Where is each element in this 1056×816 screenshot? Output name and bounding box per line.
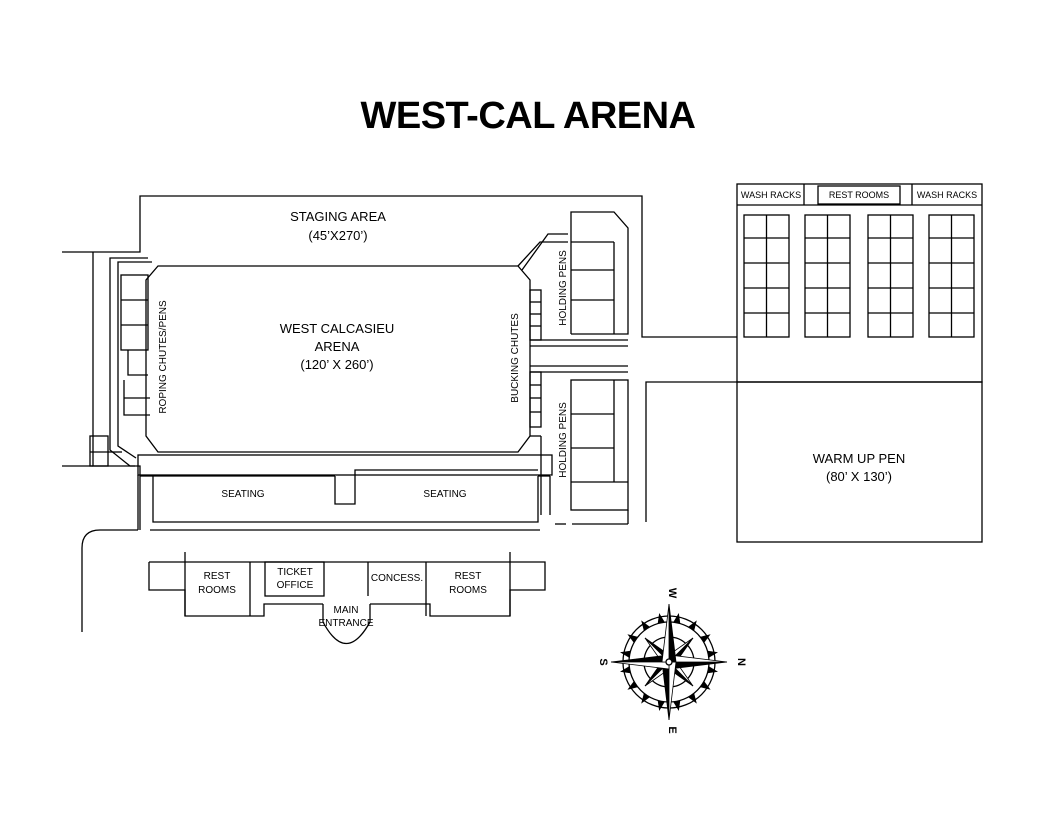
roping-chutes-label: ROPING CHUTES/PENS (158, 300, 169, 414)
holding-pens-bottom (530, 379, 629, 515)
corner-gates (89, 435, 122, 467)
bucking-chutes-label: BUCKING CHUTES (510, 313, 521, 403)
holding-pens-top-label: HOLDING PENS (558, 250, 569, 326)
main-entrance-line2: ENTRANCE (318, 618, 373, 629)
map-title: WEST-CAL ARENA (361, 95, 696, 137)
barn-building (736, 183, 983, 383)
wash-racks-left-label: WASH RACKS (741, 190, 801, 200)
rest-rooms-right-line2: ROOMS (449, 585, 487, 596)
concessions-label: CONCESS. (371, 573, 423, 584)
bucking-chutes (529, 289, 628, 428)
wash-racks-right-label: WASH RACKS (917, 190, 977, 200)
ticket-office-line1: TICKET (277, 567, 313, 578)
holding-pens-top (570, 211, 629, 335)
warm-up-pen (645, 381, 983, 543)
warm-up-pen-label: WARM UP PEN (813, 451, 905, 466)
staging-area-label: STAGING AREA (290, 209, 386, 224)
access-road (81, 529, 138, 632)
roping-chutes (120, 274, 150, 416)
ticket-office-line2: OFFICE (277, 580, 314, 591)
compass-north-label: N (735, 658, 747, 666)
rest-rooms-right-line1: REST (455, 571, 482, 582)
holding-pens-bottom-label: HOLDING PENS (558, 402, 569, 478)
rest-rooms-left-line2: ROOMS (198, 585, 236, 596)
arena-wall (109, 233, 568, 467)
warm-up-pen-size: (80’ X 130’) (826, 469, 892, 484)
staging-area-outline (62, 195, 737, 530)
seating-right-label: SEATING (423, 489, 466, 500)
compass-west-label: W (666, 588, 678, 599)
seating-left-label: SEATING (221, 489, 264, 500)
compass-east-label: E (666, 726, 678, 733)
main-entrance-line1: MAIN (334, 605, 359, 616)
seating-stands (137, 454, 629, 531)
stall-blocks (743, 214, 975, 338)
arena-size: (120’ X 260’) (300, 357, 373, 372)
arena-name-line1: WEST CALCASIEU (280, 321, 395, 336)
arena-name-line2: ARENA (315, 339, 360, 354)
rest-rooms-left-line1: REST (204, 571, 231, 582)
staging-area-size: (45’X270’) (308, 228, 367, 243)
compass-south-label: S (597, 658, 609, 665)
compass-rose-icon (610, 603, 728, 721)
barn-rest-rooms-label: REST ROOMS (829, 190, 889, 200)
front-building (148, 552, 546, 645)
